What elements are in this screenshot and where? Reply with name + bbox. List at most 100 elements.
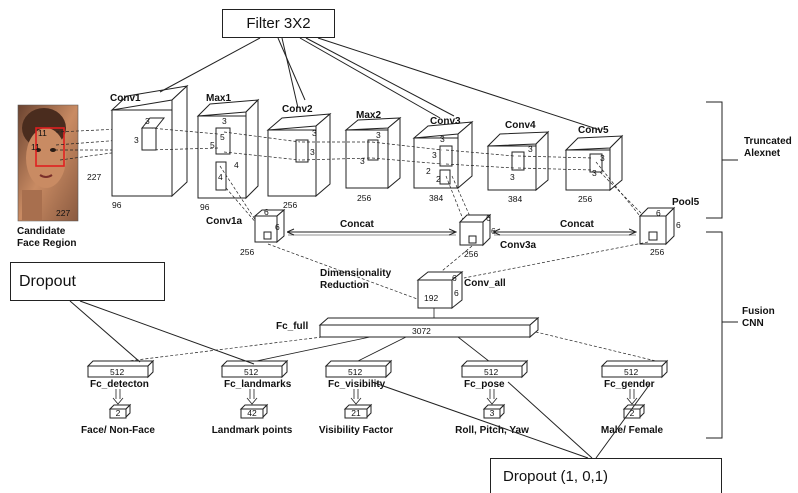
- conv4-depth: 384: [508, 194, 522, 204]
- conv1-label: Conv1: [110, 93, 141, 104]
- max2-label: Max2: [356, 110, 381, 121]
- fusion-label-2: CNN: [742, 318, 764, 329]
- conv1a-label: Conv1a: [206, 216, 243, 227]
- conv1a-s1: 6: [264, 207, 269, 217]
- head-size: 512: [484, 367, 498, 377]
- head-output: 2: [630, 408, 635, 418]
- conv-all-depth: 192: [424, 293, 438, 303]
- head-name: Fc_visibility: [328, 379, 386, 390]
- head-name: Fc_detecton: [90, 379, 149, 390]
- dim-reduction-2: Reduction: [320, 280, 369, 291]
- conv4-k1: 3: [528, 144, 533, 154]
- concat-right-label: Concat: [560, 219, 595, 230]
- down-arrow-icon: [113, 398, 123, 404]
- input-title-2: Face Region: [17, 238, 76, 249]
- head-3: 512Fc_visibility21Visibility Factor: [319, 361, 393, 436]
- conv2-depth: 256: [283, 200, 297, 210]
- conv3a-s1: 6: [486, 213, 491, 223]
- down-arrow-icon: [351, 398, 361, 404]
- head-name: Fc_pose: [464, 379, 505, 390]
- conv-all-label: Conv_all: [464, 278, 506, 289]
- conv2-k2: 3: [310, 147, 315, 157]
- truncated-label-1: Truncated: [744, 136, 792, 147]
- pool5-label: Pool5: [672, 197, 700, 208]
- pool5-s2: 6: [676, 220, 681, 230]
- conv5-k2: 3: [592, 168, 597, 178]
- dropout-task-callout: Dropout (1, 0,1): [490, 458, 722, 493]
- conv4-block: [488, 132, 548, 190]
- conv5-block: [566, 136, 622, 190]
- conv3-depth: 384: [429, 193, 443, 203]
- conv2-block: [268, 114, 330, 196]
- conv2-k1: 3: [312, 128, 317, 138]
- max2-k2: 3: [360, 156, 365, 166]
- fc-fan-solid: [252, 337, 490, 362]
- head-size: 512: [348, 367, 362, 377]
- down-arrow-icon: [487, 398, 497, 404]
- truncated-label-2: Alexnet: [744, 148, 781, 159]
- head-output: 2: [116, 408, 121, 418]
- fusion-label-1: Fusion: [742, 306, 775, 317]
- max1-block: [198, 100, 258, 198]
- pool5-s1: 6: [656, 208, 661, 218]
- filter-callout: Filter 3X2: [222, 9, 335, 38]
- conv3-k3: 2: [426, 166, 431, 176]
- pool5-depth: 256: [650, 247, 664, 257]
- head-output: 42: [247, 408, 257, 418]
- dropout-callout-lines: [70, 301, 254, 364]
- fusion-cnn-bracket: [706, 232, 722, 438]
- conv3a-s2: 6: [491, 226, 496, 236]
- max1-k5: 4: [218, 172, 223, 182]
- conv5-label: Conv5: [578, 125, 609, 136]
- max2-block: [346, 118, 400, 188]
- head-task: Male/ Female: [601, 425, 664, 436]
- head-task: Landmark points: [212, 425, 293, 436]
- conv-all-s2: 6: [454, 288, 459, 298]
- conv1-depth: 96: [112, 200, 122, 210]
- fc-full-label: Fc_full: [276, 321, 308, 332]
- dropout-callout: Dropout: [10, 262, 165, 301]
- head-output: 21: [351, 408, 361, 418]
- head-task: Face/ Non-Face: [81, 425, 155, 436]
- head-output: 3: [490, 408, 495, 418]
- conv3-k1: 3: [440, 134, 445, 144]
- conv3a-label: Conv3a: [500, 240, 537, 251]
- conv-all-s1: 6: [452, 273, 457, 283]
- max1-k3: 5: [220, 132, 225, 142]
- input-height: 227: [87, 172, 101, 182]
- truncated-alexnet-bracket: [706, 102, 722, 218]
- dim-reduction-1: Dimensionality: [320, 268, 392, 279]
- down-arrow-icon: [247, 398, 257, 404]
- max1-k1: 3: [222, 116, 227, 126]
- max1-depth: 96: [200, 202, 210, 212]
- input-kernel-h: 11: [31, 142, 40, 152]
- conv1-k1: 3: [145, 116, 150, 126]
- head-name: Fc_landmarks: [224, 379, 292, 390]
- conv3-label: Conv3: [430, 116, 461, 127]
- head-size: 512: [110, 367, 124, 377]
- conv4-k2: 3: [510, 172, 515, 182]
- head-1: 512Fc_detecton 2Face/ Non-Face: [81, 361, 155, 436]
- head-task: Roll, Pitch, Yaw: [455, 425, 529, 436]
- conv1a-s2: 6: [275, 222, 280, 232]
- fc-full-value: 3072: [412, 326, 431, 336]
- input-kernel-w: 11: [38, 128, 47, 138]
- max2-k1: 3: [376, 130, 381, 140]
- dropout-task-callout-lines: [372, 382, 650, 458]
- input-title-1: Candidate: [17, 226, 66, 237]
- max1-label: Max1: [206, 93, 231, 104]
- max1-k4: 4: [234, 160, 239, 170]
- conv4-label: Conv4: [505, 120, 536, 131]
- conv3-block: [414, 122, 472, 188]
- max2-depth: 256: [357, 193, 371, 203]
- candidate-face-image: [18, 105, 78, 221]
- input-width: 227: [56, 208, 70, 218]
- max1-k2: 5: [210, 140, 215, 150]
- conv5-depth: 256: [578, 194, 592, 204]
- conv5-k1: 3: [600, 153, 605, 163]
- conv3-k2: 3: [432, 150, 437, 160]
